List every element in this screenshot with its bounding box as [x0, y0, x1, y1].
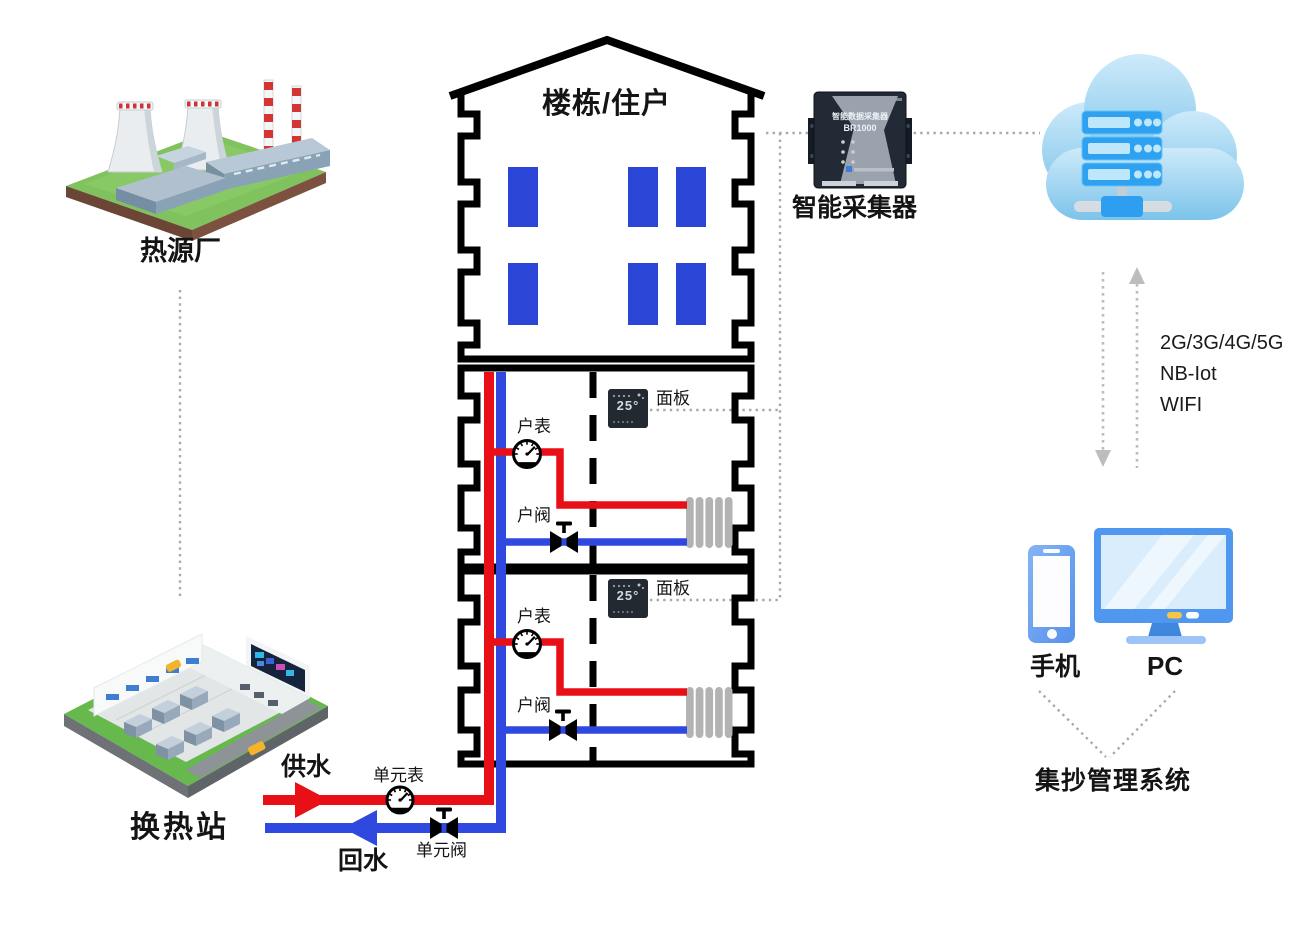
household-meter-label-floor-1: 户表 — [517, 417, 551, 436]
window — [508, 167, 538, 227]
window — [508, 263, 538, 325]
pc-base — [1126, 636, 1206, 644]
dotted-connectors — [178, 131, 1176, 758]
server-stem — [1117, 180, 1127, 204]
floor-section-1 — [457, 364, 755, 571]
household-meter-label-floor-2: 户表 — [517, 607, 551, 626]
household-meter-gauge-floor-1 — [512, 439, 542, 469]
building-title: 楼栋/住户 — [542, 88, 672, 120]
supply-flow-arrow — [295, 782, 329, 818]
heat-source-label: 热源厂 — [140, 236, 221, 266]
return-water-label: 回水 — [338, 847, 389, 875]
building-windows — [508, 167, 706, 325]
building-roof — [448, 35, 766, 100]
network-line-2: NB-Iot — [1160, 363, 1217, 385]
window — [676, 263, 706, 325]
collector-device-title: 智能数据采集器 — [832, 112, 888, 121]
cooling-tower-2-shade — [212, 106, 230, 170]
floor-section-2 — [457, 567, 755, 768]
supply-main-and-riser — [263, 372, 494, 805]
household-valve-floor-2 — [549, 709, 577, 741]
plant-ground-edge-left — [66, 186, 192, 241]
heat-exchange-station-illustration — [64, 614, 328, 798]
panel-label-floor-1: 面板 — [656, 389, 690, 408]
collector-label: 智能采集器 — [792, 194, 918, 222]
collector-device — [808, 91, 912, 189]
unit-meter-gauge — [385, 785, 415, 815]
window — [676, 167, 706, 227]
heat-source-plant-illustration — [66, 79, 330, 241]
window — [628, 263, 658, 325]
network-hub — [1101, 196, 1143, 217]
pc-label: PC — [1147, 651, 1184, 681]
building-top-walls — [457, 91, 755, 363]
station-control-room — [174, 614, 310, 714]
pc-stand — [1148, 623, 1182, 637]
panel-display-floor-1: 25° — [616, 398, 640, 413]
unit-valve — [430, 807, 458, 839]
yellow-car-2 — [165, 659, 182, 672]
plant-ground-edge-front — [192, 172, 326, 241]
return-flow-arrow — [343, 810, 377, 846]
household-valve-label-floor-2: 户阀 — [517, 696, 551, 715]
radiator-floor-2 — [686, 687, 733, 738]
network-line-3: WIFI — [1160, 394, 1203, 416]
thermostat-panel-floor-2 — [608, 579, 648, 618]
station-left-edge — [64, 714, 188, 798]
collector-device-panel — [832, 96, 898, 184]
pc-icon — [1094, 528, 1233, 644]
panel-display-floor-2: 25° — [616, 588, 640, 603]
unit-meter-label: 单元表 — [373, 766, 424, 785]
station-road — [186, 700, 322, 778]
station-label: 换热站 — [130, 811, 229, 844]
cloud-server-icon — [1042, 54, 1244, 220]
household-valve-floor-1 — [550, 521, 578, 553]
plant-buildings — [116, 138, 330, 214]
collector-device-model: BR1000 — [843, 123, 877, 133]
panel-label-floor-2: 面板 — [656, 579, 690, 598]
household-valve-label-floor-1: 户阀 — [517, 506, 551, 525]
phone-label: 手机 — [1030, 653, 1081, 681]
radiator-floor-1 — [686, 497, 733, 548]
pc-to-system-dotted-line — [1109, 690, 1176, 758]
network-tech-list: 2G/3G/4G/5G NB-Iot WIFI — [1160, 328, 1283, 421]
system-label: 集抄管理系统 — [1035, 767, 1192, 795]
server-stack — [1081, 110, 1163, 187]
arrow-down-icon — [1095, 450, 1111, 467]
phone-to-system-dotted-line — [1038, 690, 1107, 758]
yellow-car-1 — [247, 741, 266, 756]
network-line-1: 2G/3G/4G/5G — [1160, 332, 1284, 354]
cloud-clients-arrows — [1095, 267, 1145, 468]
phone-icon — [1028, 545, 1075, 643]
thermostat-panel-floor-1 — [608, 389, 648, 428]
arrow-up-icon — [1129, 267, 1145, 284]
household-meter-gauge-floor-2 — [512, 629, 542, 659]
supply-water-label: 供水 — [281, 753, 332, 781]
unit-valve-label: 单元阀 — [416, 841, 467, 860]
building — [448, 35, 766, 768]
window — [628, 167, 658, 227]
station-cabinets — [124, 686, 240, 760]
